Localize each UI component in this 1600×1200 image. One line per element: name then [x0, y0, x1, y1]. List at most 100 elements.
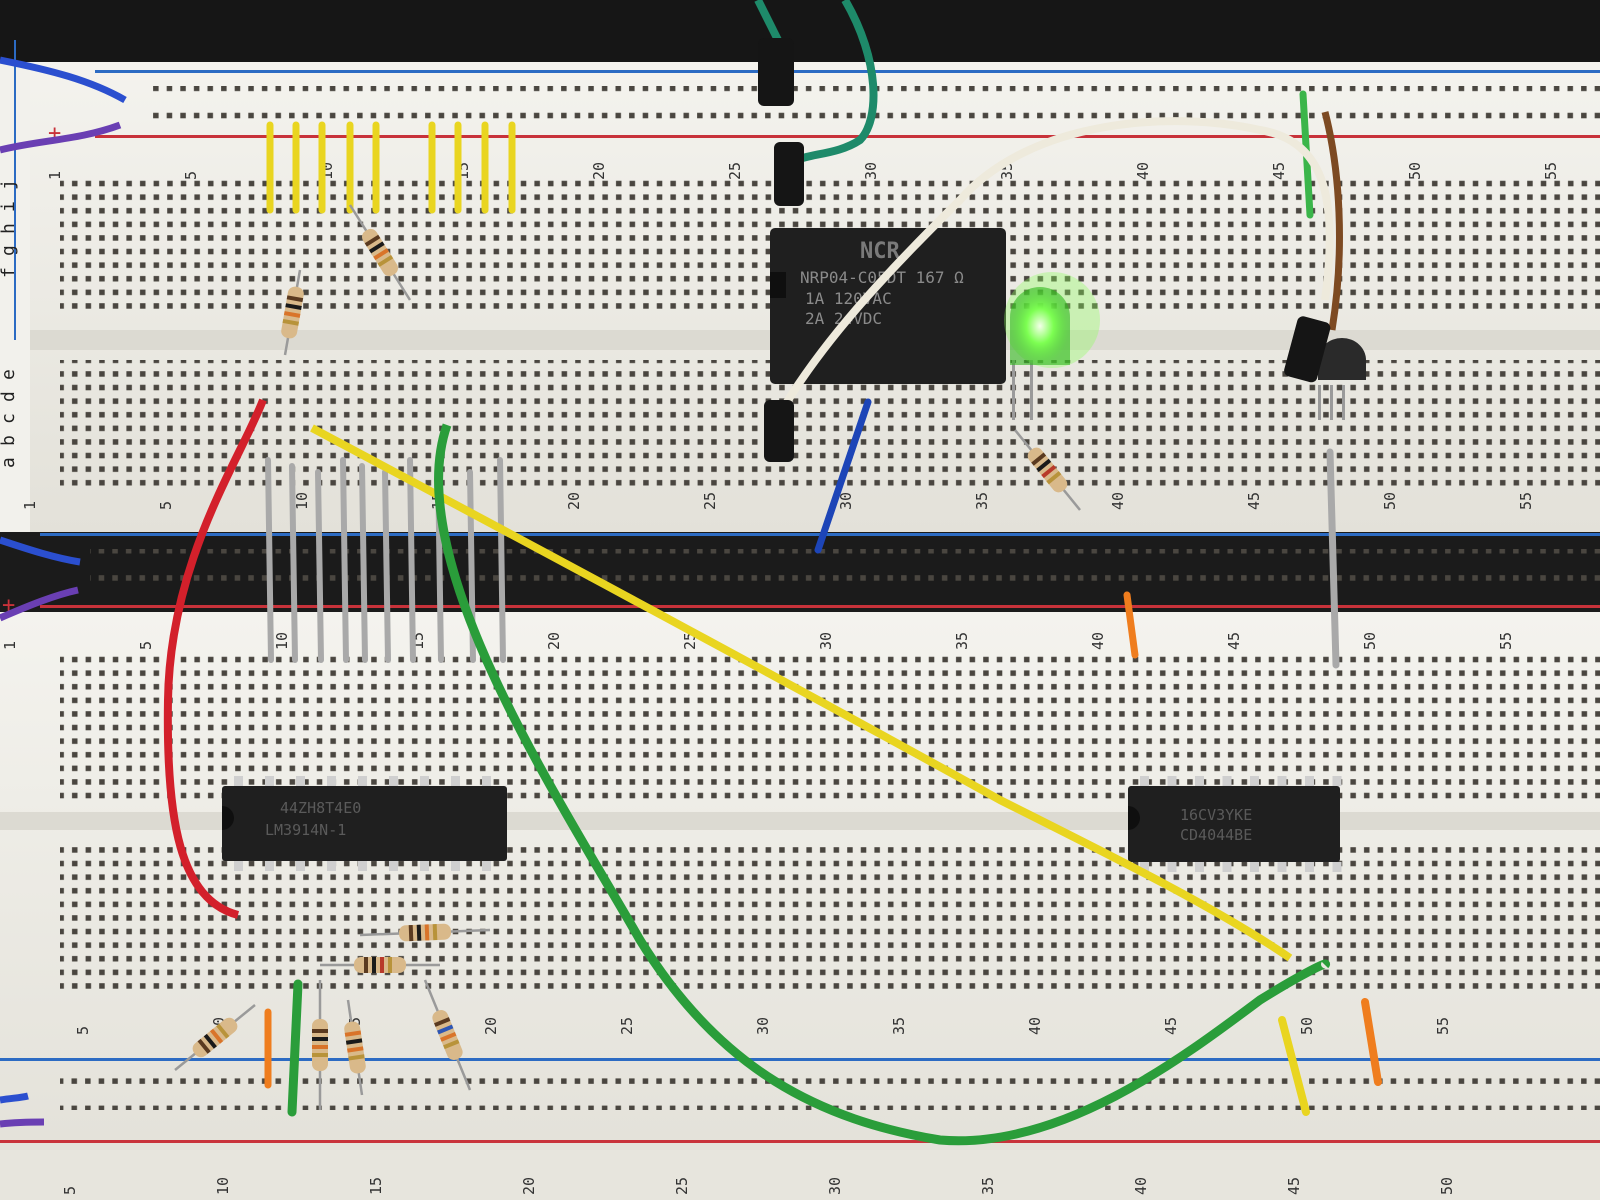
ic-pin	[420, 861, 429, 871]
teal-wire[interactable]	[754, 0, 782, 42]
ic-pin	[451, 861, 460, 871]
column-label: 25	[701, 492, 719, 510]
flying-wires[interactable]	[0, 0, 1343, 1146]
column-label: 40	[1132, 1177, 1150, 1195]
resistor[interactable]	[348, 204, 412, 301]
green-wire-long[interactable]	[434, 423, 1330, 1146]
ic-pin	[1277, 776, 1287, 786]
column-label: 50	[1298, 1017, 1316, 1035]
yellow-jumper-short[interactable]	[1278, 1016, 1310, 1116]
resistor[interactable]	[174, 1004, 256, 1071]
yellow-wire-long[interactable]	[310, 424, 1293, 962]
wire-housing	[1284, 316, 1331, 383]
grey-jumper[interactable]	[359, 463, 368, 663]
ic-pin	[1277, 862, 1287, 872]
resistor[interactable]	[1014, 429, 1081, 511]
rail-holes	[60, 1072, 1600, 1084]
ic-pin	[1222, 862, 1232, 872]
blue-wire[interactable]	[0, 1092, 29, 1104]
green-led[interactable]	[1004, 272, 1100, 420]
column-label: 15	[367, 1177, 385, 1195]
rail-line-blue	[0, 1058, 1600, 1061]
grey-jumper[interactable]	[407, 457, 416, 663]
column-label: 10	[214, 1177, 232, 1195]
rail-line-red	[95, 135, 1600, 138]
grey-jumper-long[interactable]	[1326, 448, 1340, 669]
ic-pin	[296, 861, 305, 871]
ic-cd4044-line2: CD4044BE	[1180, 826, 1252, 844]
column-label: 55	[1517, 492, 1535, 510]
ic-lm3914-line2: LM3914N-1	[265, 821, 346, 839]
transistor[interactable]	[1318, 338, 1366, 420]
column-label: 50	[1361, 632, 1379, 650]
column-label: 5	[157, 501, 175, 510]
column-label: 45	[1285, 1177, 1303, 1195]
ic-pin	[1305, 862, 1314, 872]
grey-jumper[interactable]	[265, 457, 274, 663]
ic-pin	[1195, 776, 1204, 786]
ic-cd4044[interactable]: 16CV3YKE CD4044BE	[1128, 786, 1340, 862]
column-label: 35	[890, 1017, 908, 1035]
column-label: 45	[1245, 492, 1263, 510]
ic-cd4044-line1: 16CV3YKE	[1180, 806, 1252, 824]
grey-jumper[interactable]	[340, 457, 349, 663]
relay[interactable]: NCR NRP04-C05DT 167 Ω 1A 120VAC 2A 24VDC	[770, 228, 1006, 384]
column-label: 40	[1134, 162, 1152, 180]
column-label: 55	[1542, 162, 1560, 180]
blue-wire[interactable]	[0, 536, 81, 566]
ic-pin	[1167, 862, 1177, 872]
resistor[interactable]	[343, 999, 366, 1096]
resistor-group[interactable]	[174, 204, 1081, 1110]
orange-jumper[interactable]	[1123, 591, 1139, 659]
purple-wire[interactable]	[0, 1118, 45, 1128]
ic-lm3914-pins	[234, 776, 491, 871]
white-wire[interactable]	[778, 117, 1334, 413]
yellow-jumper-array[interactable]	[266, 121, 516, 214]
resistor[interactable]	[423, 979, 472, 1091]
column-label: 50	[1406, 162, 1424, 180]
tie-point-grid	[60, 655, 1600, 800]
rail-line-red	[0, 1140, 1600, 1143]
row-label: d	[0, 391, 19, 402]
grey-jumper[interactable]	[497, 457, 506, 663]
ic-pin	[1250, 776, 1259, 786]
column-label: 35	[979, 1177, 997, 1195]
column-label: 50	[1381, 492, 1399, 510]
ic-pin	[389, 861, 398, 871]
column-label: 5	[137, 641, 155, 650]
ic-lm3914[interactable]: 44ZH8T4E0 LM3914N-1	[222, 786, 507, 861]
row-label: h	[0, 223, 19, 234]
ic-pin	[389, 776, 398, 786]
orange-jumper[interactable]	[1361, 998, 1382, 1086]
column-label: 1	[21, 501, 39, 510]
grey-jumper[interactable]	[382, 469, 391, 663]
green-jumper-short[interactable]	[287, 979, 303, 1117]
blue-wire[interactable]	[0, 56, 127, 104]
resistor[interactable]	[359, 923, 491, 942]
red-wire[interactable]	[163, 398, 267, 919]
column-label: 35	[973, 492, 991, 510]
resistor[interactable]	[320, 957, 440, 973]
purple-wire[interactable]	[0, 586, 79, 622]
grey-jumper[interactable]	[289, 463, 298, 663]
purple-wire[interactable]	[0, 121, 122, 154]
resistor[interactable]	[312, 980, 328, 1110]
column-label: 25	[726, 162, 744, 180]
rail-line-blue	[95, 70, 1600, 73]
blue-jumper[interactable]	[814, 398, 872, 554]
grey-jumper[interactable]	[315, 469, 324, 663]
brown-wire[interactable]	[1321, 111, 1343, 331]
rail-holes	[60, 1098, 1600, 1110]
row-label: j	[0, 179, 19, 190]
grey-jumper-array[interactable]	[265, 457, 506, 663]
column-label: 30	[817, 632, 835, 650]
resistor[interactable]	[280, 269, 305, 356]
column-label: 40	[1089, 632, 1107, 650]
ic-pin	[451, 776, 460, 786]
column-label: 35	[953, 632, 971, 650]
column-label: 45	[1270, 162, 1288, 180]
column-label: 20	[565, 492, 583, 510]
column-label: 20	[482, 1017, 500, 1035]
